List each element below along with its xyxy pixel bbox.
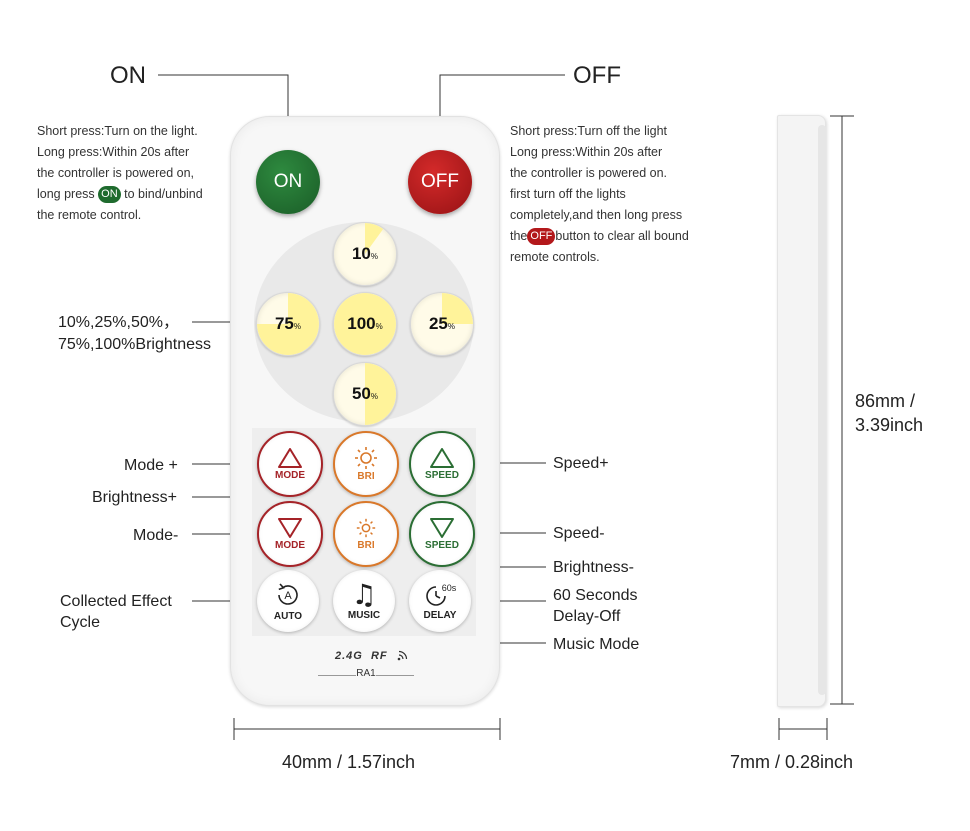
brightness-100-button[interactable]: 100% (333, 292, 397, 356)
brightness-50-button[interactable]: 50% (333, 362, 397, 426)
brightness-50-fill (365, 363, 396, 425)
on-note-line-4-pre: long press (37, 187, 95, 201)
collected-effect-label-1: Collected Effect (60, 593, 172, 610)
on-note-line-3: the controller is powered on, (37, 166, 195, 180)
off-note-line-4: first turn off the lights (510, 187, 626, 201)
model-divider-left (318, 675, 356, 676)
on-note-line-4: long press ON to bind/unbind (37, 184, 203, 205)
brightness-levels-label-1: 10%,25%,50%， (58, 314, 179, 331)
timer-icon: 60s (426, 583, 457, 606)
music-button[interactable]: ♫ MUSIC (333, 570, 395, 632)
speed-plus-caption: SPEED (425, 470, 459, 481)
on-chip: ON (98, 186, 121, 203)
brightness-25-button[interactable]: 25% (410, 292, 474, 356)
on-note-line-5: the remote control. (37, 208, 142, 222)
triangle-down-icon (278, 518, 302, 538)
speed-minus-button[interactable]: SPEED (409, 501, 475, 567)
auto-caption: AUTO (273, 611, 303, 622)
brightness-plus-caption: BRI (357, 471, 375, 482)
brightness-75-button[interactable]: 75% (256, 292, 320, 356)
on-note-line-2: Long press:Within 20s after (37, 145, 190, 159)
brightness-minus-button[interactable]: BRI (333, 501, 399, 567)
remote-side-edge (818, 125, 826, 695)
music-mode-label: Music Mode (553, 636, 640, 653)
brightness-fill-sector (257, 293, 319, 355)
model-divider-right (376, 675, 414, 676)
speed-minus-label: Speed- (553, 525, 605, 542)
thickness-dimension-label: 7mm / 0.28inch (730, 752, 854, 772)
speed-plus-button[interactable]: SPEED (409, 431, 475, 497)
off-note-line-1: Short press:Turn off the light (510, 124, 668, 138)
brightness-fill-sector (442, 293, 473, 324)
triangle-up-icon (430, 448, 454, 468)
rf-text: 2.4G RF (335, 650, 388, 662)
brightness-10-fill (365, 223, 384, 254)
off-button-label: OFF (421, 171, 459, 192)
on-button[interactable]: ON (256, 150, 320, 214)
height-dimension-label-1: 86mm / (855, 391, 916, 411)
delay-label-1: 60 Seconds (553, 587, 638, 604)
music-note-icon: ♫ (351, 578, 377, 611)
brightness-100-text: 100% (347, 314, 383, 333)
off-note-line-3: the controller is powered on. (510, 166, 668, 180)
off-note-line-6-pre: the (510, 229, 528, 243)
mode-plus-label: Mode + (124, 457, 178, 474)
auto-glyph: A (284, 590, 292, 602)
brightness-fill-sector (365, 223, 384, 254)
mode-minus-label: Mode- (133, 527, 179, 544)
collected-effect-label-2: Cycle (60, 614, 101, 631)
brightness-25-fill (442, 293, 473, 324)
brightness-25-text: 25% (428, 314, 456, 333)
delay-button[interactable]: 60s DELAY (409, 570, 471, 632)
on-note-line-1: Short press:Turn on the light. (37, 124, 198, 138)
triangle-down-icon (430, 518, 454, 538)
off-callout-label: OFF (573, 62, 621, 89)
sun-icon (356, 518, 376, 538)
height-dimension-label-2: 3.39inch (855, 415, 924, 435)
off-note-line-5: completely,and then long press (510, 208, 683, 222)
music-caption: MUSIC (347, 610, 381, 621)
brightness-50-text: 50% (351, 384, 379, 403)
mode-minus-caption: MODE (275, 540, 305, 551)
delay-badge: 60s (442, 583, 457, 593)
off-note-line-7: remote controls. (510, 250, 600, 264)
mode-minus-button[interactable]: MODE (257, 501, 323, 567)
on-note: Short press:Turn on the light. Long pres… (37, 121, 203, 226)
signal-icon (397, 650, 408, 661)
speed-minus-caption: SPEED (425, 540, 459, 551)
on-button-label: ON (273, 171, 303, 192)
mode-plus-button[interactable]: MODE (257, 431, 323, 497)
brightness-10-button[interactable]: 10% (333, 222, 397, 286)
brightness-fill-sector (365, 363, 396, 425)
on-callout-label: ON (110, 62, 146, 89)
sun-icon (355, 447, 377, 469)
off-button[interactable]: OFF (408, 150, 472, 214)
brightness-levels-label-2: 75%,100%Brightness (58, 336, 211, 353)
delay-label-2: Delay-Off (553, 608, 621, 625)
auto-button[interactable]: A AUTO (257, 570, 319, 632)
speed-plus-label: Speed+ (553, 455, 609, 472)
brightness-75-fill (257, 293, 319, 355)
triangle-up-icon (278, 448, 302, 468)
brightness-fill-sector (334, 293, 396, 355)
brightness-minus-caption: BRI (357, 540, 375, 551)
off-note-line-6-post: button to clear all bound (555, 229, 689, 243)
brightness-75-text: 75% (274, 314, 302, 333)
on-note-line-4-post: to bind/unbind (124, 187, 203, 201)
brightness-100-fill (334, 293, 396, 355)
brightness-plus-label: Brightness+ (92, 489, 177, 506)
cycle-icon: A (278, 583, 298, 605)
brightness-10-text: 10% (351, 244, 379, 263)
brightness-minus-label: Brightness- (553, 559, 634, 576)
off-note-line-2: Long press:Within 20s after (510, 145, 663, 159)
brightness-plus-button[interactable]: BRI (333, 431, 399, 497)
off-chip: OFF (527, 228, 556, 245)
width-dimension-label: 40mm / 1.57inch (282, 752, 416, 772)
delay-caption: DELAY (423, 610, 457, 621)
model-label: RA1 (356, 668, 376, 679)
off-note: Short press:Turn off the light Long pres… (510, 121, 689, 268)
mode-plus-caption: MODE (275, 470, 305, 481)
